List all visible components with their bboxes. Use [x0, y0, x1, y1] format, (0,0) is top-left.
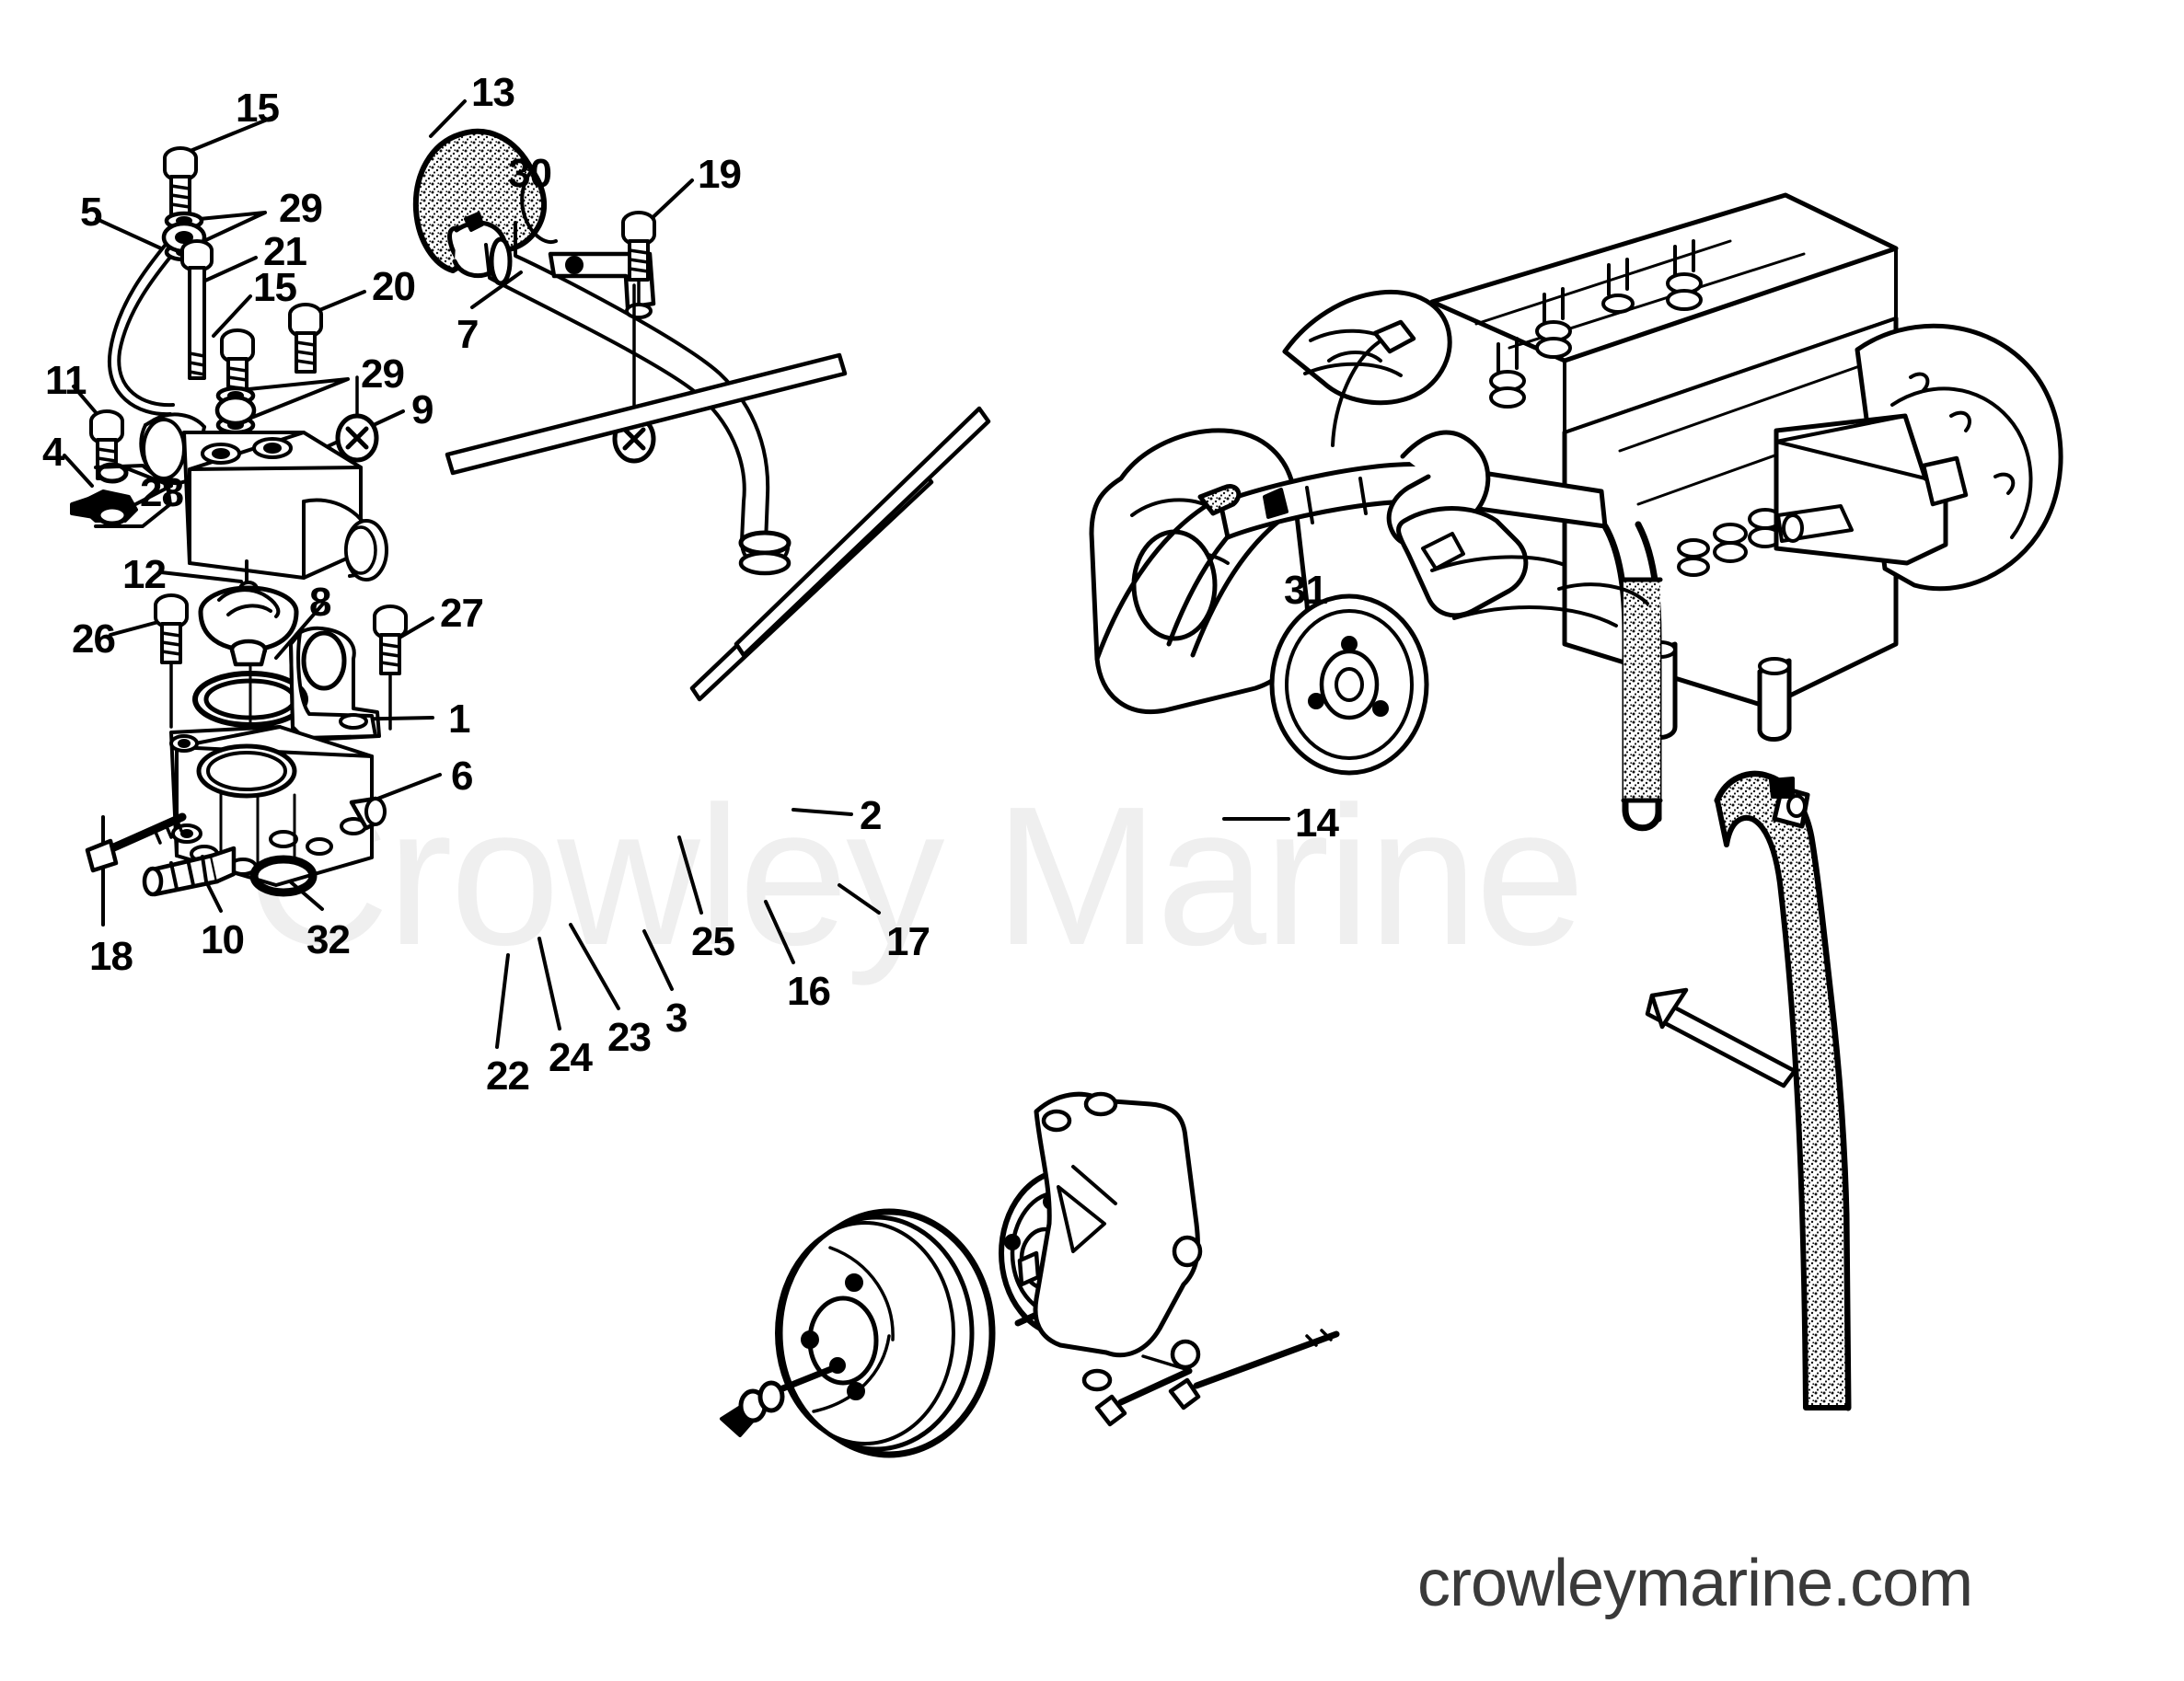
callout-17: 17 [886, 919, 930, 964]
callout-3: 3 [665, 996, 688, 1041]
callout-27: 27 [440, 591, 484, 636]
callout-31: 31 [1284, 568, 1328, 613]
callout-30: 30 [508, 151, 552, 196]
callout-16: 16 [787, 969, 831, 1014]
callout-11: 11 [45, 358, 87, 403]
callout-23: 23 [607, 1015, 652, 1060]
callout-29-lower: 29 [361, 351, 405, 397]
callout-10: 10 [201, 917, 245, 962]
callout-2: 2 [860, 793, 883, 838]
callout-19: 19 [698, 152, 742, 197]
callout-25: 25 [691, 919, 735, 964]
callout-32: 32 [306, 917, 351, 962]
callout-13: 13 [471, 70, 515, 115]
callout-15-upper: 15 [236, 86, 280, 131]
callout-9: 9 [411, 387, 434, 432]
callout-12: 12 [122, 552, 167, 597]
callout-28: 28 [140, 470, 184, 515]
callout-14: 14 [1295, 800, 1339, 846]
site-watermark: crowleymarine.com [1417, 1547, 1973, 1620]
callout-5: 5 [80, 190, 103, 235]
callout-8: 8 [309, 580, 332, 625]
callout-1: 1 [448, 697, 471, 742]
callout-22: 22 [486, 1054, 530, 1099]
callout-6: 6 [451, 754, 474, 799]
callout-15-mid: 15 [253, 265, 297, 310]
callout-4: 4 [42, 430, 65, 475]
callout-29-upper: 29 [279, 186, 323, 231]
callout-21: 21 [263, 229, 307, 274]
callout-7: 7 [456, 312, 480, 357]
callout-26: 26 [72, 616, 116, 662]
callout-20: 20 [372, 264, 416, 309]
callout-18: 18 [89, 934, 133, 979]
callout-24: 24 [549, 1035, 593, 1080]
